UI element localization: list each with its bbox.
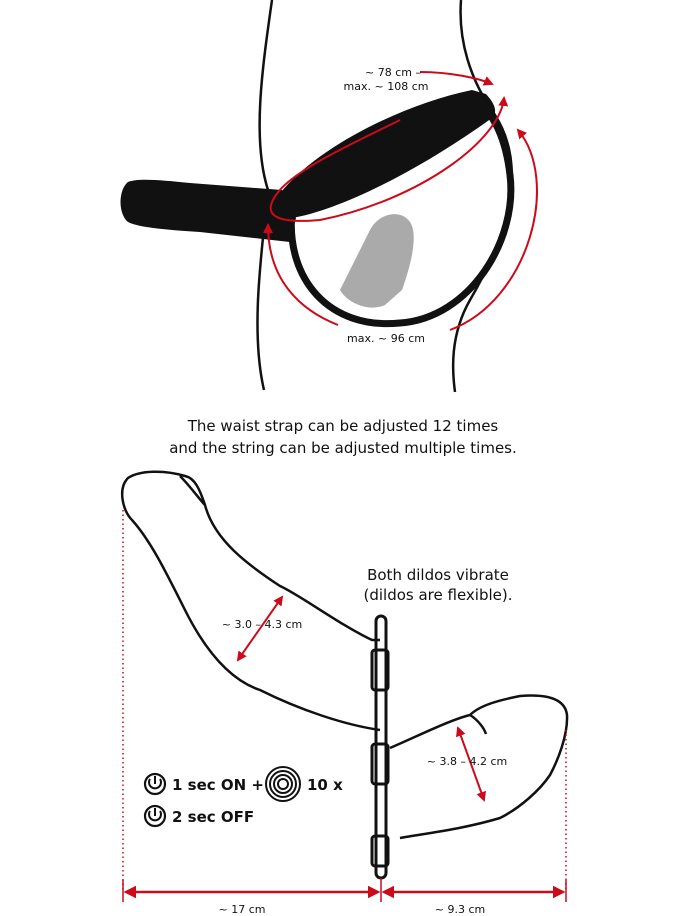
diameter-small-arrow bbox=[456, 726, 486, 802]
control-modes-label: 10 x bbox=[307, 776, 343, 794]
control-off-label: 2 sec OFF bbox=[172, 808, 254, 826]
small-glans-ridge bbox=[469, 713, 488, 735]
small-shaft-outline bbox=[389, 694, 569, 840]
diameter-large-arrow bbox=[236, 595, 284, 662]
diameter-large-label: ~ 3.0 – 4.3 cm bbox=[222, 618, 302, 631]
vibration-rings-icon bbox=[265, 766, 301, 802]
string-arrow-arc bbox=[268, 130, 538, 331]
power-icon bbox=[143, 804, 167, 828]
base-clip-top bbox=[370, 648, 390, 692]
string-max-label: max. ~ 96 cm bbox=[347, 332, 425, 345]
diameter-small-label: ~ 3.8 – 4.2 cm bbox=[427, 755, 507, 768]
waist-range-label: ~ 78 cm – bbox=[365, 66, 421, 79]
base-clip-mid bbox=[370, 742, 390, 786]
length-small-label: ~ 9.3 cm bbox=[435, 903, 485, 916]
power-icon bbox=[143, 772, 167, 796]
caption-line-2: and the string can be adjusted multiple … bbox=[169, 439, 517, 457]
large-glans-ridge bbox=[179, 475, 206, 506]
waist-arrow-top bbox=[419, 71, 494, 86]
waist-illustration bbox=[120, 0, 538, 393]
inner-dildo bbox=[340, 214, 414, 308]
caption-line-1: The waist strap can be adjusted 12 times bbox=[187, 417, 499, 435]
vibrate-label-line-1: Both dildos vibrate bbox=[367, 566, 509, 584]
waist-max-label: max. ~ 108 cm bbox=[344, 80, 429, 93]
vibrate-label-line-2: (dildos are flexible). bbox=[363, 586, 512, 604]
waist-strap-front bbox=[275, 90, 496, 218]
control-on-label: 1 sec ON + bbox=[172, 776, 264, 794]
outer-dildo bbox=[120, 179, 296, 242]
strapless-dildo-illustration bbox=[120, 470, 569, 902]
body-outline-right bbox=[451, 0, 514, 393]
length-large-label: ~ 17 cm bbox=[219, 903, 266, 916]
base-plate bbox=[374, 614, 388, 880]
large-shaft-outline bbox=[120, 470, 381, 732]
base-clip-bottom bbox=[370, 834, 390, 868]
